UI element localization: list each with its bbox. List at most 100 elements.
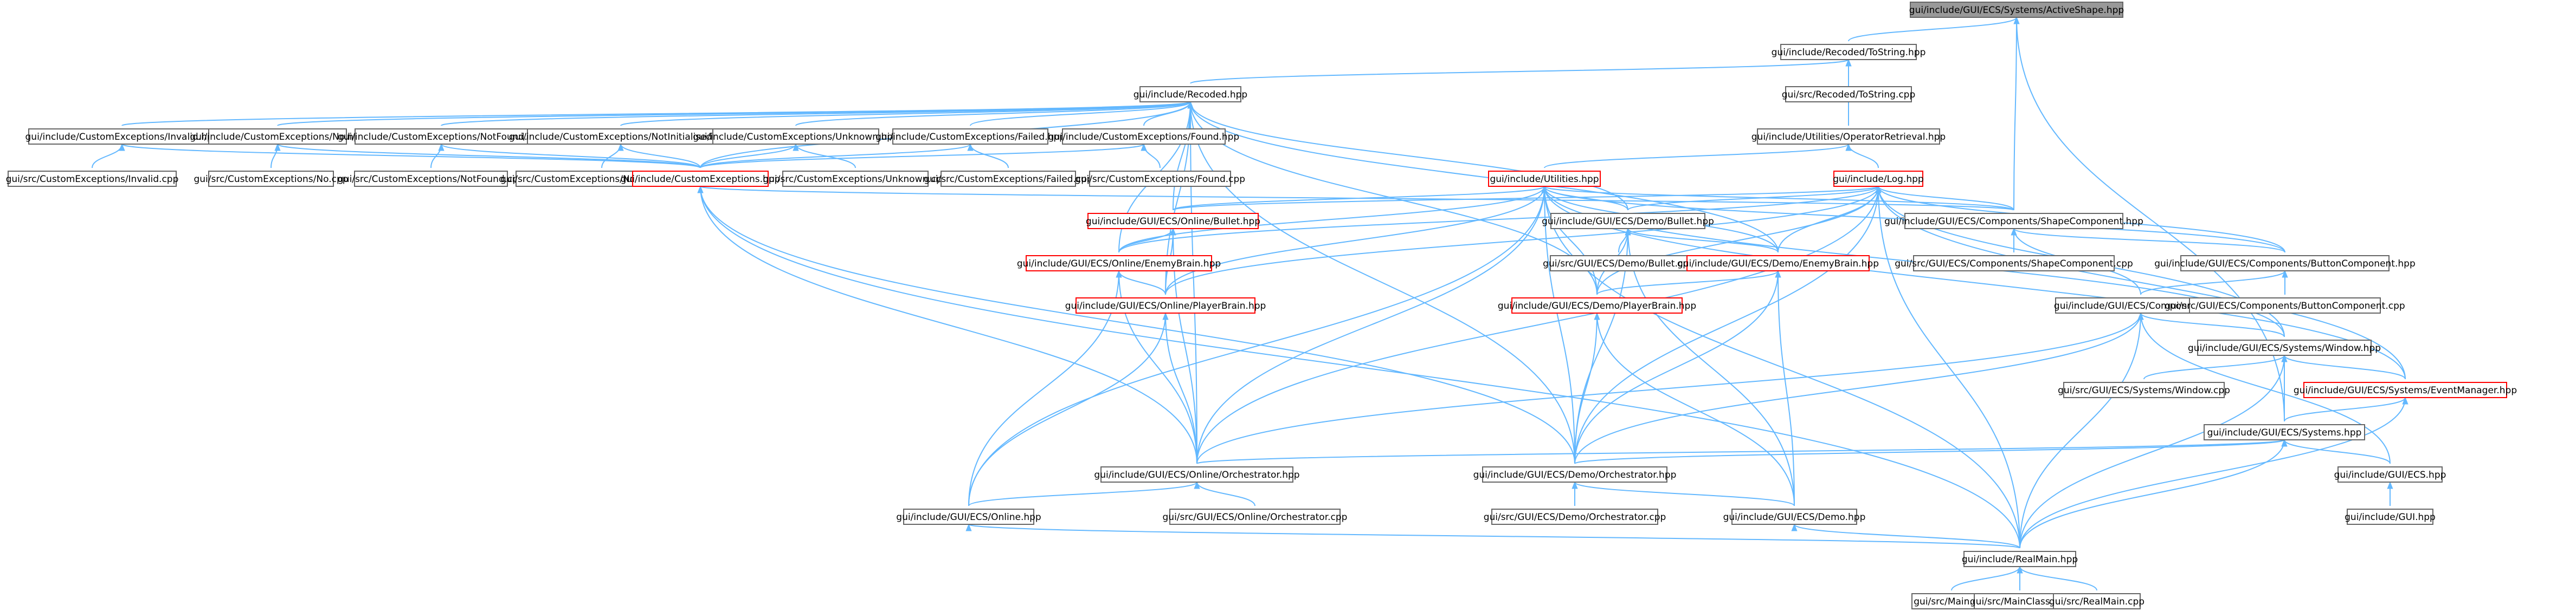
node-online[interactable]: gui/include/GUI/ECS/Online.hpp bbox=[896, 509, 1041, 525]
node-online-enemy[interactable]: gui/include/GUI/ECS/Online/EnemyBrain.hp… bbox=[1017, 255, 1221, 271]
edge-arrow bbox=[697, 185, 1197, 464]
edge-utilities-to-shapecomp bbox=[1541, 185, 2014, 211]
edge-recoded-to-ce_notfound bbox=[441, 101, 1193, 126]
node-box bbox=[1488, 171, 1601, 187]
node-ce-notfound[interactable]: gui/include/CustomExceptions/NotFound.hp… bbox=[338, 128, 545, 145]
edge-arrow bbox=[1162, 312, 1197, 464]
node-window[interactable]: gui/include/GUI/ECS/Systems/Window.hpp bbox=[2188, 340, 2381, 356]
edge-arrow bbox=[620, 101, 1193, 126]
node-label: gui/include/CustomExceptions/Unknown.hpp bbox=[693, 132, 898, 142]
node-box bbox=[2063, 382, 2225, 398]
node-utilities[interactable]: gui/include/Utilities.hpp bbox=[1488, 171, 1601, 187]
node-ce-notfound-cpp[interactable]: gui/src/CustomExceptions/NotFound.cpp bbox=[338, 171, 524, 187]
node-systems[interactable]: gui/include/GUI/ECS/Systems.hpp bbox=[2204, 424, 2365, 440]
node-customexc[interactable]: gui/include/CustomExceptions.hpp bbox=[621, 171, 781, 187]
node-gui[interactable]: gui/include/GUI.hpp bbox=[2345, 509, 2436, 525]
edge-arrow bbox=[2013, 16, 2020, 211]
node-mainclass-cpp[interactable]: gui/src/MainClass.cpp bbox=[1970, 593, 2070, 609]
node-log[interactable]: gui/include/Log.hpp bbox=[1833, 171, 1924, 187]
node-ce-found[interactable]: gui/include/CustomExceptions/Found.hpp bbox=[1048, 128, 1239, 145]
node-recoded[interactable]: gui/include/Recoded.hpp bbox=[1134, 86, 1247, 102]
edge-utilities-to-online bbox=[968, 185, 1548, 506]
node-label: gui/include/Log.hpp bbox=[1833, 174, 1923, 185]
node-demo-orch[interactable]: gui/include/GUI/ECS/Demo/Orchestrator.hp… bbox=[1473, 466, 1677, 483]
edge-utilities-to-demo_player bbox=[1541, 185, 1598, 295]
node-shapecomp[interactable]: gui/include/GUI/ECS/Components/ShapeComp… bbox=[1884, 213, 2143, 229]
edge-arrow bbox=[1141, 143, 1161, 168]
edge-arrow bbox=[601, 143, 624, 168]
edge-arrow bbox=[700, 143, 1147, 168]
edge-customexc-to-demo_orch bbox=[697, 185, 1575, 464]
node-label: gui/include/CustomExceptions/Found.hpp bbox=[1048, 132, 1239, 142]
edge-arrow bbox=[1187, 101, 1779, 253]
node-box bbox=[1139, 86, 1241, 102]
edge-recoded-to-ce_failed bbox=[970, 101, 1194, 126]
node-demo-enemy[interactable]: gui/include/GUI/ECS/Demo/EnemyBrain.hpp bbox=[1677, 255, 1879, 271]
node-box bbox=[2204, 424, 2365, 440]
node-ce-no-cpp[interactable]: gui/src/CustomExceptions/No.cpp bbox=[194, 171, 349, 187]
edge-ce_found-to-customexc bbox=[700, 143, 1147, 168]
node-ce-notinit[interactable]: gui/include/CustomExceptions/NotInitiali… bbox=[509, 128, 732, 145]
node-ce-unknown[interactable]: gui/include/CustomExceptions/Unknown.hpp bbox=[693, 128, 899, 145]
node-buttoncomp-cpp[interactable]: gui/src/GUI/ECS/Components/ButtonCompone… bbox=[2165, 297, 2405, 314]
edge-online_player-to-online bbox=[968, 312, 1169, 506]
edge-ce_failed-to-customexc bbox=[700, 143, 974, 168]
node-label: gui/src/CustomExceptions/Failed.cpp bbox=[924, 174, 1093, 185]
edge-log-to-online_enemy bbox=[1118, 185, 1882, 253]
edge-recoded-to-ce_invalid bbox=[121, 101, 1193, 126]
node-window-cpp[interactable]: gui/src/GUI/ECS/Systems/Window.cpp bbox=[2058, 382, 2230, 398]
node-demo[interactable]: gui/include/GUI/ECS/Demo.hpp bbox=[1723, 509, 1866, 525]
node-tostring-cpp[interactable]: gui/src/Recoded/ToString.cpp bbox=[1782, 86, 1916, 102]
node-label: gui/include/GUI/ECS/Online/Orchestrator.… bbox=[1094, 470, 1299, 480]
node-ce-no[interactable]: gui/include/CustomExceptions/No.hpp bbox=[190, 128, 365, 145]
edge-arrow bbox=[274, 143, 701, 168]
node-box bbox=[1910, 2, 2123, 18]
edge-arrow bbox=[968, 185, 1548, 506]
node-online-orch[interactable]: gui/include/GUI/ECS/Online/Orchestrator.… bbox=[1094, 466, 1300, 483]
node-ce-failed[interactable]: gui/include/CustomExceptions/Failed.hpp bbox=[875, 128, 1065, 145]
edge-arrow bbox=[700, 143, 974, 168]
node-online-player[interactable]: gui/include/GUI/ECS/Online/PlayerBrain.h… bbox=[1065, 297, 1266, 314]
node-ce-invalid-cpp[interactable]: gui/src/CustomExceptions/Invalid.cpp bbox=[6, 171, 179, 187]
node-ce-unknown-cpp[interactable]: gui/src/CustomExceptions/Unknown.cpp bbox=[763, 171, 948, 187]
edge-online-to-realmain bbox=[966, 523, 2020, 549]
edge-systems-to-demo_orch bbox=[1574, 439, 2287, 464]
node-label: gui/include/CustomExceptions/Failed.hpp bbox=[875, 132, 1065, 142]
node-realmain[interactable]: gui/include/RealMain.hpp bbox=[1962, 551, 2078, 567]
node-demo-player[interactable]: gui/include/GUI/ECS/Demo/PlayerBrain.hpp bbox=[1498, 297, 1696, 314]
node-buttoncomp[interactable]: gui/include/GUI/ECS/Components/ButtonCom… bbox=[2154, 255, 2416, 271]
edge-customexc-to-realmain bbox=[697, 185, 2020, 549]
node-realmain-cpp[interactable]: gui/src/RealMain.cpp bbox=[2049, 593, 2144, 609]
edge-log-to-shapecomp bbox=[1875, 185, 2014, 211]
edge-log-to-online_bullet bbox=[1173, 185, 1881, 211]
edge-opretrieval-to-log bbox=[1845, 143, 1879, 168]
node-demo-bullet[interactable]: gui/include/GUI/ECS/Demo/Bullet.hpp bbox=[1542, 213, 1714, 229]
edge-arrow bbox=[1196, 439, 2287, 464]
edge-arrow bbox=[1625, 227, 1779, 253]
node-tostring-hpp[interactable]: gui/include/Recoded/ToString.hpp bbox=[1772, 44, 1926, 60]
node-ce-found-cpp[interactable]: gui/src/CustomExceptions/Found.cpp bbox=[1075, 171, 1245, 187]
edge-online_enemy-to-online bbox=[968, 270, 1122, 506]
node-online-orch-cpp[interactable]: gui/src/GUI/ECS/Online/Orchestrator.cpp bbox=[1163, 509, 1348, 525]
edge-arrow bbox=[1572, 481, 1795, 506]
edge-arrow bbox=[1165, 185, 1882, 295]
node-opretrieval[interactable]: gui/include/Utilities/OperatorRetrieval.… bbox=[1751, 128, 1946, 145]
node-ecs[interactable]: gui/include/GUI/ECS.hpp bbox=[2334, 466, 2446, 483]
node-root[interactable]: gui/include/GUI/ECS/Systems/ActiveShape.… bbox=[1909, 2, 2124, 18]
node-box bbox=[1686, 255, 1870, 271]
node-ce-failed-cpp[interactable]: gui/src/CustomExceptions/Failed.cpp bbox=[924, 171, 1093, 187]
node-demo-orch-cpp[interactable]: gui/src/GUI/ECS/Demo/Orchestrator.cpp bbox=[1484, 509, 1666, 525]
node-box bbox=[1026, 255, 1212, 271]
edge-log-to-online_orch bbox=[1196, 185, 1882, 464]
node-box bbox=[2180, 255, 2390, 271]
node-label: gui/include/GUI/ECS/Online/PlayerBrain.h… bbox=[1065, 301, 1266, 311]
edge-demo_enemy-to-demo_orch bbox=[1574, 270, 1781, 464]
node-online-bullet[interactable]: gui/include/GUI/ECS/Online/Bullet.hpp bbox=[1086, 213, 1260, 229]
node-demo-bullet-cpp[interactable]: gui/src/GUI/ECS/Demo/Bullet.cpp bbox=[1543, 255, 1695, 271]
edge-components-to-realmain bbox=[2019, 312, 2144, 549]
node-shapecomp-cpp[interactable]: gui/src/GUI/ECS/Components/ShapeComponen… bbox=[1895, 255, 2133, 271]
edge-opretrieval-to-utilities bbox=[1544, 143, 1852, 168]
edge-arrow bbox=[1118, 185, 1882, 253]
node-eventmgr[interactable]: gui/include/GUI/ECS/Systems/EventManager… bbox=[2294, 382, 2517, 398]
